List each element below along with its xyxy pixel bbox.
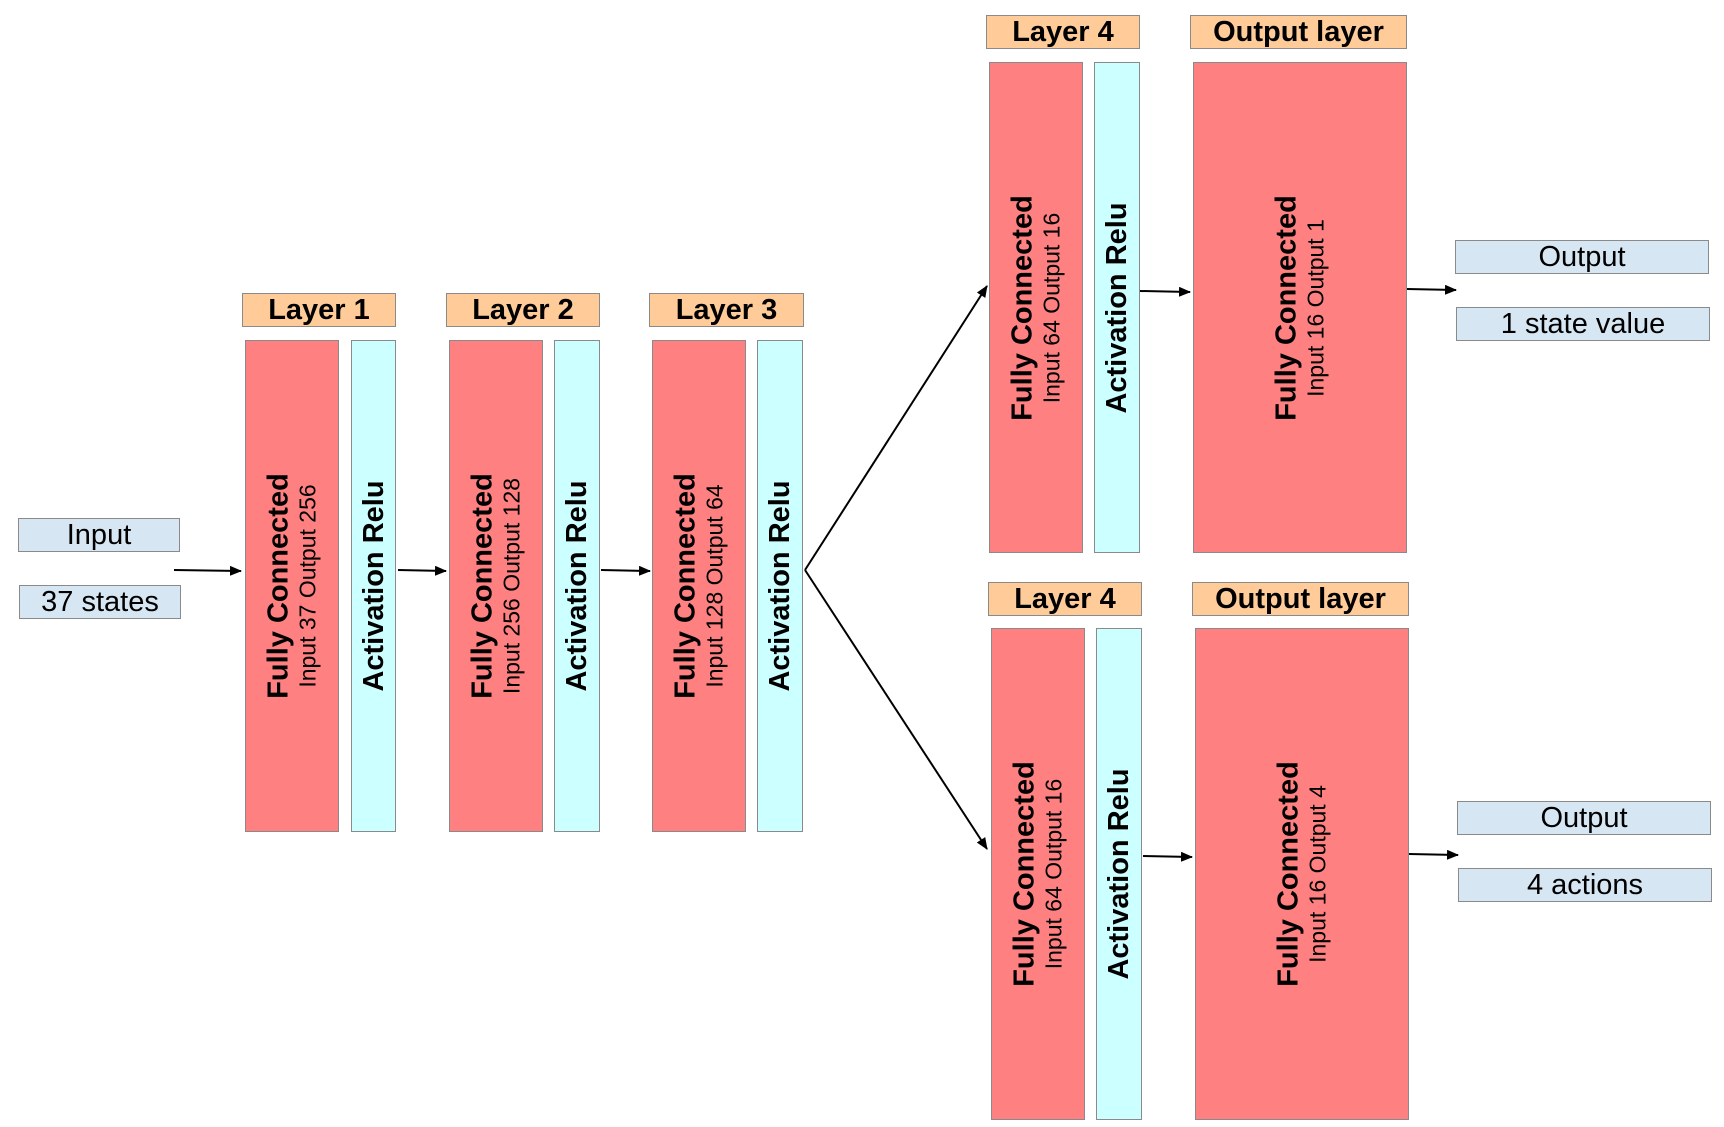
value-layer4-fully-connected: Fully Connected Input 64 Output 16 (989, 62, 1083, 553)
layer2-fc-detail: Input 256 Output 128 (498, 477, 525, 695)
layer2-activation: Activation Relu (554, 340, 600, 832)
layer3-activation: Activation Relu (757, 340, 803, 832)
arrow-advantage-layer4-to-output-layer (1142, 851, 1193, 862)
layer2-fc-title: Fully Connected (466, 473, 499, 699)
layer1-fc-detail: Input 37 Output 256 (294, 484, 321, 688)
layer3-activation-label: Activation Relu (764, 480, 796, 692)
advantage-layer4-header: Layer 4 (988, 582, 1142, 616)
value-output-layer-header: Output layer (1190, 15, 1407, 49)
layer3-header: Layer 3 (649, 293, 804, 327)
layer1-activation-label: Activation Relu (357, 480, 390, 692)
layer2-activation-label: Activation Relu (561, 480, 593, 692)
value-layer4-activation: Activation Relu (1094, 62, 1140, 553)
value-layer4-header: Layer 4 (986, 15, 1140, 49)
arrow-advantage-output-layer-to-output (1408, 849, 1459, 860)
layer1-fc-title: Fully Connected (262, 473, 295, 699)
value-layer4-fc-title: Fully Connected (1006, 194, 1039, 421)
arrow-layer2-to-layer3 (600, 565, 651, 576)
arrow-value-layer4-to-output-layer (1139, 286, 1191, 297)
layer3-fully-connected: Fully Connected Input 128 Output 64 (652, 340, 746, 832)
arrow-layer3-to-value-layer4 (804, 285, 988, 571)
value-output-value: 1 state value (1456, 307, 1710, 341)
value-output-layer-fully-connected: Fully Connected Input 16 Output 1 (1193, 62, 1407, 553)
arrow-layer1-to-layer2 (397, 565, 447, 576)
advantage-layer4-fc-title: Fully Connected (1008, 761, 1041, 987)
advantage-layer4-fc-detail: Input 64 Output 16 (1040, 778, 1067, 970)
advantage-output-layer-fully-connected: Fully Connected Input 16 Output 4 (1195, 628, 1409, 1120)
value-output-fc-title: Fully Connected (1270, 194, 1303, 421)
value-output-label: Output (1455, 240, 1709, 274)
arrow-input-to-layer1 (173, 565, 242, 576)
value-output-fc-detail: Input 16 Output 1 (1302, 218, 1329, 397)
layer2-fully-connected: Fully Connected Input 256 Output 128 (449, 340, 543, 832)
value-layer4-activation-label: Activation Relu (1101, 201, 1133, 414)
layer1-header: Layer 1 (242, 293, 396, 327)
input-label: Input (18, 518, 180, 552)
advantage-output-label: Output (1457, 801, 1711, 835)
arrow-value-output-layer-to-output (1406, 284, 1457, 295)
layer1-activation: Activation Relu (351, 340, 396, 832)
input-states-label: 37 states (19, 585, 181, 619)
advantage-layer4-fully-connected: Fully Connected Input 64 Output 16 (991, 628, 1085, 1120)
advantage-layer4-activation: Activation Relu (1096, 628, 1142, 1120)
advantage-layer4-activation-label: Activation Relu (1103, 768, 1135, 980)
advantage-output-layer-header: Output layer (1192, 582, 1409, 616)
layer3-fc-title: Fully Connected (669, 473, 702, 699)
layer3-fc-detail: Input 128 Output 64 (701, 484, 728, 688)
layer2-header: Layer 2 (446, 293, 600, 327)
value-layer4-fc-detail: Input 64 Output 16 (1038, 212, 1065, 403)
layer1-fully-connected: Fully Connected Input 37 Output 256 (245, 340, 339, 832)
arrow-layer3-to-advantage-layer4 (804, 569, 988, 850)
advantage-output-value: 4 actions (1458, 868, 1712, 902)
advantage-output-fc-detail: Input 16 Output 4 (1304, 785, 1331, 963)
advantage-output-fc-title: Fully Connected (1272, 761, 1305, 987)
